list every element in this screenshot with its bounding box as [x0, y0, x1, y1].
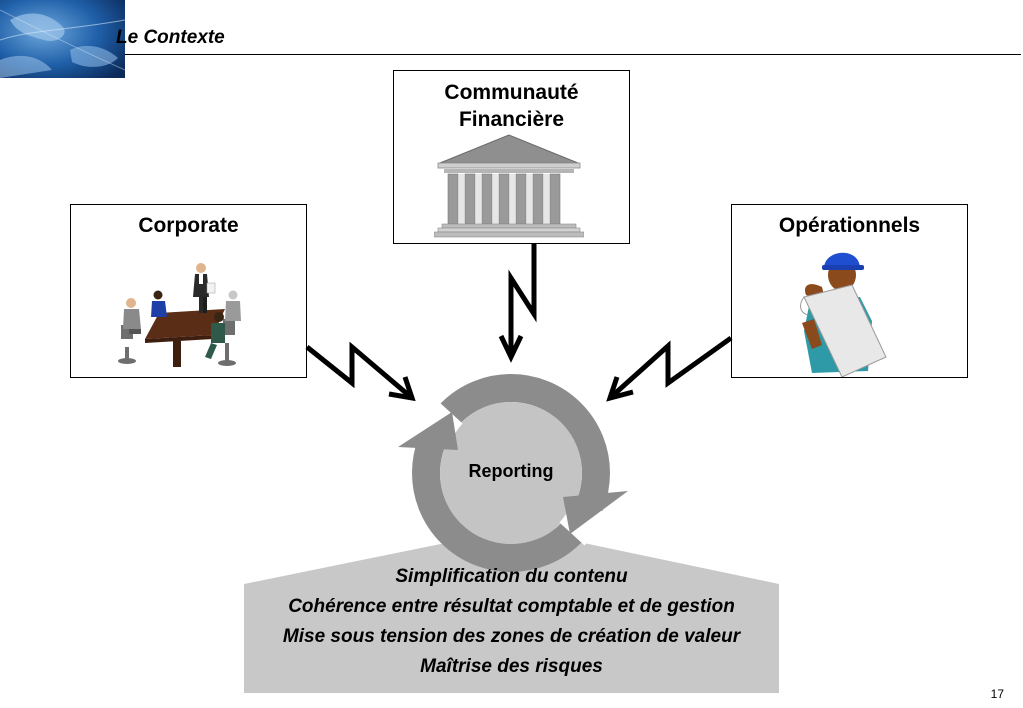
arrow-corporate-to-reporting [305, 341, 414, 400]
objectives-panel [244, 584, 779, 693]
objective-item: Maîtrise des risques [420, 656, 603, 677]
communaute-financiere-label-line2: Financière [458, 108, 565, 131]
arrow-operationnels-to-reporting [608, 335, 733, 400]
worker-hard-hat-icon [800, 252, 887, 377]
objective-item: Mise sous tension des zones de création … [282, 626, 741, 647]
arrow-financiere-to-reporting [508, 244, 537, 357]
communaute-financiere-box: Communauté Financière [393, 70, 630, 244]
bank-building-icon [434, 134, 584, 238]
objective-item: Simplification du contenu [395, 566, 628, 587]
communaute-financiere-label-line1: Communauté [444, 81, 579, 104]
objectives-list: Simplification du contenu Cohérence entr… [244, 540, 779, 693]
globe-banner-image [0, 0, 125, 78]
corporate-label: Corporate [138, 214, 239, 237]
reporting-label: Reporting [468, 461, 554, 481]
communaute-financiere-label: Communauté Financière [394, 79, 629, 133]
corporate-box: Corporate [70, 204, 307, 378]
page-number: 17 [990, 687, 1004, 701]
operationnels-label: Opérationnels [778, 214, 921, 237]
header-divider [125, 54, 1021, 55]
objective-item: Cohérence entre résultat comptable et de… [288, 596, 735, 617]
slide-title: Le Contexte [116, 27, 225, 48]
meeting-table-icon [118, 263, 241, 367]
operationnels-box: Opérationnels [731, 204, 968, 378]
